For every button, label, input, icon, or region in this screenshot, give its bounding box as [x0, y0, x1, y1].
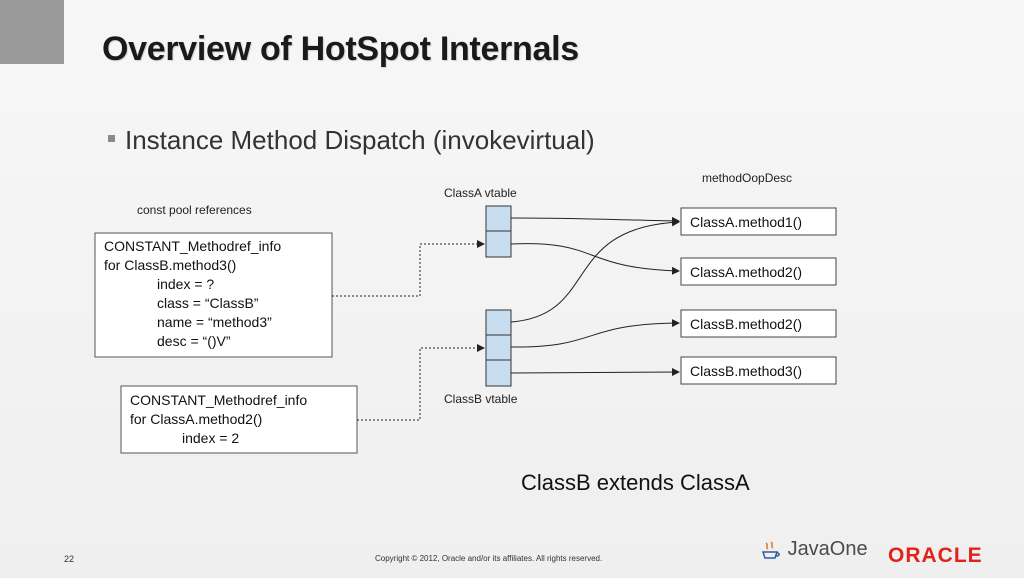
methodref-a-line3: index = 2	[182, 430, 239, 446]
javaone-logo: JavaOne	[760, 538, 868, 568]
arrow-a1-to-method1	[510, 216, 680, 225]
method-label-1: ClassA.method1()	[690, 214, 802, 230]
methodoop-label: methodOopDesc	[702, 171, 792, 185]
method-box-classa-method2: ClassA.method2()	[680, 257, 837, 286]
arrow-a2-to-method2	[510, 243, 680, 275]
dotted-arrow-methodref-to-classb	[357, 344, 485, 421]
dotted-arrow-methodref-to-classa	[332, 240, 485, 297]
method-label-4: ClassB.method3()	[690, 363, 802, 379]
java-cup-icon	[761, 541, 780, 559]
methodref-a-line2: for ClassA.method2()	[130, 411, 262, 427]
methodref-b-line6: desc = “()V”	[157, 333, 231, 349]
classb-vtable-slot-1	[485, 309, 512, 336]
javaone-text: JavaOne	[787, 538, 868, 560]
method-box-classb-method3: ClassB.method3()	[680, 356, 837, 385]
methodref-b-line4: class = “ClassB”	[157, 295, 259, 311]
methodref-b-line1: CONSTANT_Methodref_info	[104, 238, 281, 254]
methodref-b-line5: name = “method3”	[157, 314, 272, 330]
classa-vtable-slot-2	[485, 230, 512, 258]
caption: ClassB extends ClassA	[521, 470, 750, 495]
classb-vtable	[485, 309, 512, 387]
arrow-b3-to-method3	[510, 368, 680, 377]
classb-vtable-label: ClassB vtable	[444, 392, 518, 406]
arrow-b1-to-method1	[510, 218, 680, 323]
classa-vtable-slot-1	[485, 205, 512, 232]
page-number: 22	[64, 554, 75, 564]
copyright-text: Copyright © 2012, Oracle and/or its affi…	[375, 554, 603, 563]
classb-vtable-slot-2	[485, 334, 512, 361]
method-label-3: ClassB.method2()	[690, 316, 802, 332]
methodref-classa-box: CONSTANT_Methodref_info for ClassA.metho…	[120, 385, 358, 454]
const-pool-label: const pool references	[137, 203, 252, 217]
classa-vtable-label: ClassA vtable	[444, 186, 517, 200]
classb-vtable-slot-3	[485, 359, 512, 387]
methodref-a-line1: CONSTANT_Methodref_info	[130, 392, 307, 408]
methodref-b-line3: index = ?	[157, 276, 214, 292]
arrow-b2-to-method2b	[510, 319, 680, 348]
classa-vtable	[485, 205, 512, 258]
bullet-square-icon	[108, 134, 115, 142]
corner-decoration	[0, 0, 64, 64]
methodref-b-line2: for ClassB.method3()	[104, 257, 236, 273]
bullet-text: Instance Method Dispatch (invokevirtual)	[125, 125, 595, 155]
method-box-classa-method1: ClassA.method1()	[680, 207, 837, 236]
oracle-logo: ORACLE	[888, 544, 983, 567]
method-label-2: ClassA.method2()	[690, 264, 802, 280]
slide-title: Overview of HotSpot Internals	[102, 30, 579, 68]
method-box-classb-method2: ClassB.method2()	[680, 309, 837, 338]
methodref-classb-box: CONSTANT_Methodref_info for ClassB.metho…	[94, 232, 333, 358]
bullet-item: Instance Method Dispatch (invokevirtual)	[108, 125, 595, 156]
